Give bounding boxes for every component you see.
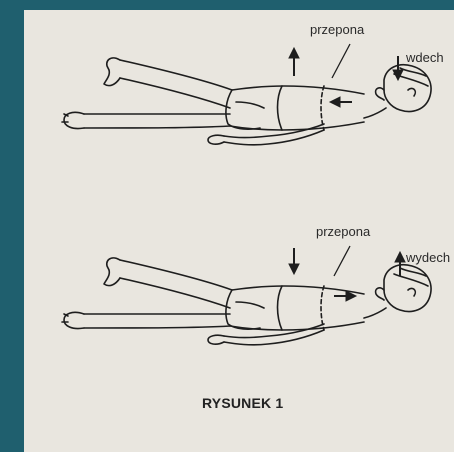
bottom-figure bbox=[62, 246, 431, 345]
belly-up-arrow bbox=[289, 48, 299, 76]
diaphragm-pointer-2 bbox=[334, 246, 350, 276]
belly-down-arrow bbox=[289, 248, 299, 274]
diaphragm-pointer bbox=[332, 44, 350, 78]
top-diaphragm-label: przepona bbox=[310, 22, 364, 37]
bottom-breath-label: wydech bbox=[406, 250, 450, 265]
diaphragm-arrow bbox=[330, 97, 352, 107]
breathing-illustration bbox=[24, 10, 454, 452]
top-breath-label: wdech bbox=[406, 50, 444, 65]
top-figure bbox=[62, 44, 431, 145]
book-page: przepona wdech przepona wydech RYSUNEK 1 bbox=[24, 10, 454, 452]
figure-caption: RYSUNEK 1 bbox=[202, 395, 283, 411]
bottom-diaphragm-label: przepona bbox=[316, 224, 370, 239]
